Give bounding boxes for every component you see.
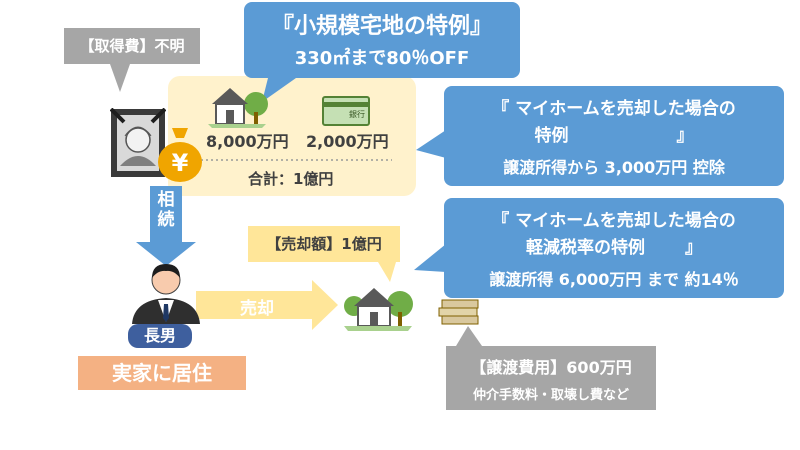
estate-total: 合計：1億円 (248, 170, 334, 188)
transfer-cost-title: 【譲渡費用】600万円 (470, 358, 632, 377)
small-land-special-detail: 330㎡まで80％OFF (294, 48, 470, 69)
bank-card-text: 銀行 (349, 110, 365, 119)
inherit-arrow-shaft (150, 186, 182, 244)
myhome-special-line2: 特例 』 (534, 126, 694, 146)
sold-house-icon (344, 288, 413, 331)
myhome-special-detail: 譲渡所得から 3,000万円 控除 (503, 158, 725, 177)
myhome-special-bubble: 『 マイホームを売却した場合の 特例 』 譲渡所得から 3,000万円 控除 (444, 86, 784, 186)
yen-symbol: ¥ (172, 149, 189, 177)
reduced-tax-pointer (414, 244, 446, 272)
bank-card-icon: 銀行 (322, 96, 370, 126)
transfer-cost-box: 【譲渡費用】600万円 仲介手数料・取壊し費など (446, 346, 656, 410)
reduced-tax-detail: 譲渡所得 6,000万円 まで 約14％ (489, 270, 739, 289)
son-residence-box: 実家に居住 (78, 356, 246, 390)
sale-arrow-head (312, 280, 338, 330)
myhome-pointer (416, 130, 446, 158)
house-value: 8,000万円 (206, 132, 289, 151)
son-label: 長男 (128, 324, 192, 348)
small-land-pointer (262, 78, 296, 102)
sale-arrow-shaft (196, 291, 314, 319)
myhome-special-line1: 『 マイホームを売却した場合の (492, 99, 736, 119)
yen-money-bag-icon: ¥ (158, 128, 202, 182)
small-land-special-title: 『小規模宅地の特例』 (271, 14, 492, 39)
inherit-arrow-head (136, 242, 196, 266)
small-land-special-bubble: 『小規模宅地の特例』 330㎡まで80％OFF (244, 2, 520, 78)
grandmother-portrait-icon (110, 108, 166, 177)
inherit-label: 相続 (157, 190, 175, 230)
son-residence-label: 実家に居住 (112, 361, 212, 385)
reduced-tax-special-bubble: 『 マイホームを売却した場合の 軽減税率の特例 』 譲渡所得 6,000万円 ま… (444, 198, 784, 298)
transfer-cost-detail: 仲介手数料・取壊し費など (472, 388, 629, 403)
sale-amount-box: 【売却額】1億円 (248, 226, 400, 262)
sale-amount-pointer (378, 262, 396, 282)
acquisition-cost-box: 【取得費】不明 (64, 28, 200, 64)
sale-amount-label: 【売却額】1億円 (266, 235, 382, 253)
bank-value: 2,000万円 (306, 132, 389, 151)
acquisition-pointer (110, 64, 130, 92)
money-stack-icon (438, 299, 479, 325)
transfer-cost-pointer (456, 326, 482, 346)
son-avatar (132, 264, 200, 324)
reduced-tax-line1: 『 マイホームを売却した場合の (492, 211, 736, 231)
estate-panel (168, 76, 416, 196)
acquisition-cost-label: 【取得費】不明 (79, 37, 185, 55)
reduced-tax-line2: 軽減税率の特例 』 (526, 238, 702, 258)
house-icon (208, 88, 268, 128)
sale-arrow-label: 売却 (240, 299, 274, 319)
